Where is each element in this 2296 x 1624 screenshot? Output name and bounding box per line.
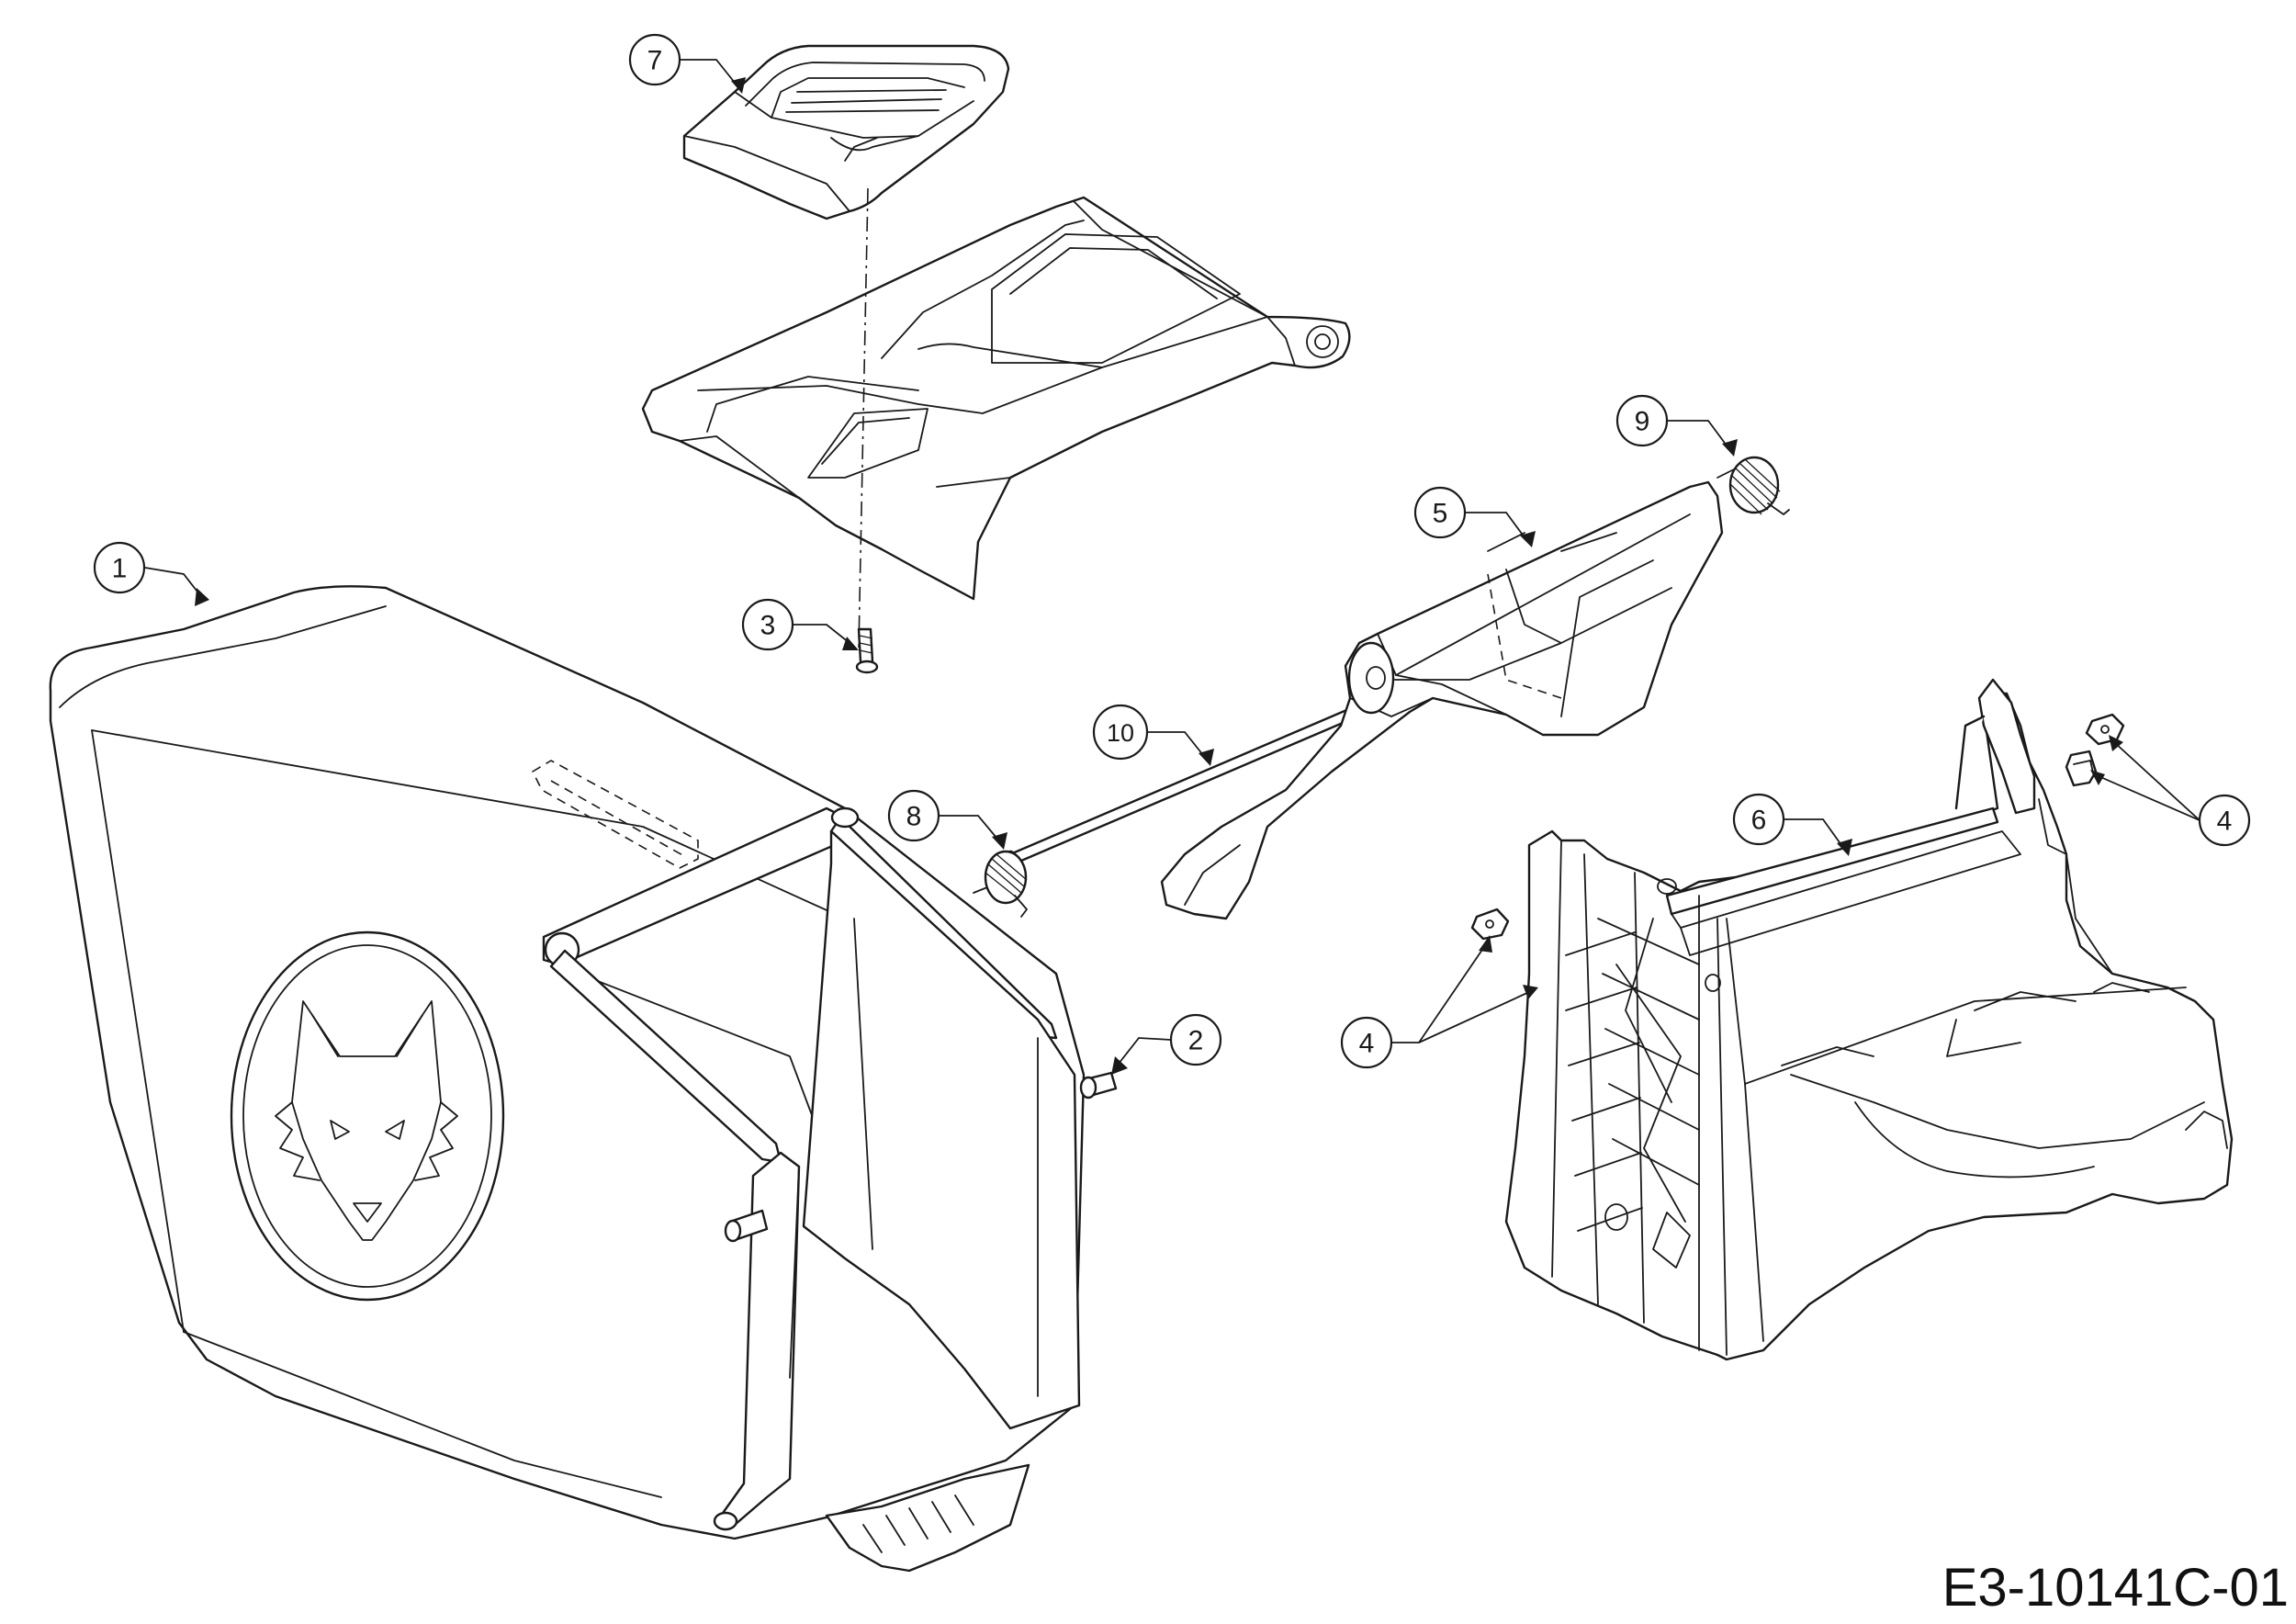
- assembly-axis-line: [858, 187, 869, 648]
- part-9-spring: [1716, 456, 1790, 515]
- part-7-handle-cap: [682, 44, 1010, 220]
- top-cover: [641, 196, 1351, 601]
- part-4-nut-right-b: [2065, 750, 2098, 787]
- drawing-id: E3-10141C-01: [1942, 1558, 2289, 1618]
- callout-balloon-6: 6: [1732, 793, 1852, 856]
- callout-balloon-5: 5: [1413, 486, 1536, 547]
- callout-number-5: 5: [1433, 499, 1448, 529]
- callout-number-6: 6: [1751, 806, 1767, 836]
- callout-number-4-right: 4: [2217, 806, 2233, 837]
- callout-balloon-1: 1: [93, 541, 209, 606]
- part-1-grass-bag: [49, 585, 1118, 1573]
- callout-number-9: 9: [1635, 407, 1650, 437]
- callout-number-4-left: 4: [1359, 1029, 1375, 1059]
- callout-balloon-9: 9: [1615, 394, 1738, 457]
- callout-balloon-3: 3: [741, 598, 859, 651]
- callout-balloon-10: 10: [1092, 704, 1214, 766]
- callout-number-10: 10: [1107, 719, 1134, 747]
- callout-balloon-4-left: 4: [1340, 935, 1538, 1069]
- callout-balloon-7: 7: [628, 33, 746, 94]
- callout-number-7: 7: [647, 46, 663, 76]
- part-8-spring: [973, 850, 1028, 918]
- callout-number-8: 8: [906, 802, 922, 832]
- callout-number-3: 3: [760, 611, 776, 641]
- part-5-lever: [1160, 480, 1724, 920]
- callout-balloon-4-right: 4: [2090, 735, 2251, 847]
- part-3-screw: [855, 627, 879, 674]
- callout-number-1: 1: [112, 554, 128, 584]
- callout-balloon-2: 2: [1111, 1013, 1222, 1075]
- callout-balloon-8: 8: [887, 789, 1007, 850]
- part-6-frame: [1504, 678, 2234, 1361]
- part-4-nut-left: [1470, 908, 1510, 941]
- callout-number-2: 2: [1188, 1026, 1204, 1056]
